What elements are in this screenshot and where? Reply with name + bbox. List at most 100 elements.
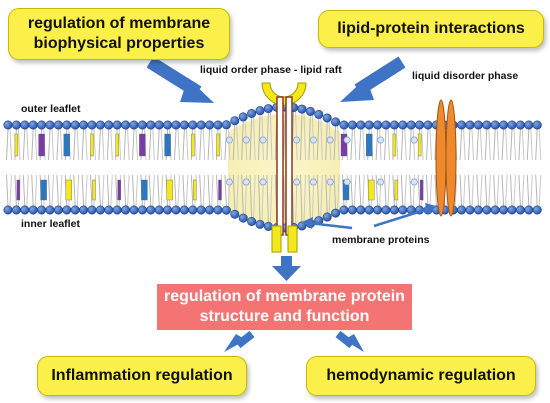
lipid-head bbox=[507, 205, 517, 215]
lipid-head bbox=[381, 120, 391, 130]
center-box-line1: regulation of membrane protein bbox=[164, 288, 405, 305]
lipid-head bbox=[339, 205, 349, 215]
lipid-head bbox=[515, 205, 525, 215]
lipid-head bbox=[95, 205, 105, 215]
lipid-head bbox=[263, 104, 273, 114]
lipid-head bbox=[179, 120, 189, 130]
lipid-head bbox=[104, 120, 114, 130]
lipid-head bbox=[457, 205, 467, 215]
lipid-head bbox=[423, 120, 433, 130]
lipid-head bbox=[524, 205, 534, 215]
lipid-head bbox=[255, 106, 265, 116]
lipid-raft-region bbox=[228, 114, 340, 228]
lipid-head bbox=[129, 120, 139, 130]
lipid-head bbox=[406, 120, 416, 130]
raft-receptor-protein bbox=[261, 82, 307, 253]
lipid-head bbox=[221, 205, 231, 215]
lipid-head bbox=[70, 120, 80, 130]
protein-structure-function-box: regulation of membrane protein structure… bbox=[157, 284, 412, 330]
lipid-head bbox=[356, 205, 366, 215]
lipid-head bbox=[163, 120, 173, 130]
biophysical-box-line2: biophysical properties bbox=[33, 35, 205, 52]
lipid-head bbox=[314, 109, 324, 119]
lipid-head bbox=[389, 205, 399, 215]
lipid-head bbox=[238, 112, 248, 122]
lipid-head bbox=[305, 106, 315, 116]
lipid-head bbox=[154, 120, 164, 130]
lipid-head bbox=[356, 120, 366, 130]
lipid-head bbox=[482, 120, 492, 130]
lipid-bilayer bbox=[3, 102, 542, 233]
lipid-head bbox=[263, 221, 273, 231]
hemodynamic-regulation-box: hemodynamic regulation bbox=[306, 356, 536, 396]
lipid-head bbox=[179, 205, 189, 215]
lipid-head bbox=[389, 120, 399, 130]
lipid-head bbox=[104, 205, 114, 215]
lipid-head bbox=[532, 205, 542, 215]
arrow-right-box-to-raft bbox=[340, 56, 406, 102]
lipid-head bbox=[196, 205, 206, 215]
lipid-head bbox=[247, 217, 257, 227]
transmembrane-orange-protein bbox=[435, 99, 457, 217]
lipid-head bbox=[490, 205, 500, 215]
lipid-head bbox=[473, 205, 483, 215]
lipid-head bbox=[515, 120, 525, 130]
lipid-head bbox=[62, 120, 72, 130]
lipid-head bbox=[11, 120, 21, 130]
lipid-head bbox=[11, 205, 21, 215]
lipid-head bbox=[213, 120, 223, 130]
lipid-head bbox=[53, 120, 63, 130]
lipid-head bbox=[45, 120, 55, 130]
lipid-head bbox=[230, 209, 240, 219]
center-box-line2: structure and function bbox=[199, 308, 370, 325]
lipid-head bbox=[205, 205, 215, 215]
lipid-head bbox=[213, 205, 223, 215]
lipid-head bbox=[79, 120, 89, 130]
lipid-head bbox=[490, 120, 500, 130]
lipid-head bbox=[247, 108, 257, 118]
lipid-head bbox=[20, 205, 30, 215]
lipid-head bbox=[373, 120, 383, 130]
lipid-head bbox=[347, 120, 357, 130]
lipid-head bbox=[499, 120, 509, 130]
lipid-head bbox=[196, 120, 206, 130]
liquid-disorder-label: liquid disorder phase bbox=[412, 70, 519, 82]
arrow-left-box-to-raft bbox=[146, 56, 214, 103]
lipid-head bbox=[137, 120, 147, 130]
lipid-head bbox=[87, 120, 97, 130]
lipid-head bbox=[45, 205, 55, 215]
lipid-head bbox=[53, 205, 63, 215]
lipid-head bbox=[121, 205, 131, 215]
lipid-head bbox=[129, 205, 139, 215]
lipid-head bbox=[482, 205, 492, 215]
biophysical-properties-box: regulation of membrane biophysical prope… bbox=[8, 8, 230, 60]
lipid-head bbox=[457, 120, 467, 130]
lipid-head bbox=[415, 120, 425, 130]
lipid-head bbox=[364, 205, 374, 215]
lipid-head bbox=[398, 205, 408, 215]
lipid-head bbox=[499, 205, 509, 215]
arrow-center-to-left-bottom bbox=[224, 330, 255, 352]
lipid-head bbox=[137, 205, 147, 215]
lipid-head bbox=[339, 120, 349, 130]
lipid-head bbox=[465, 120, 475, 130]
lipid-head bbox=[146, 205, 156, 215]
lipid-head bbox=[37, 120, 47, 130]
lipid-head bbox=[221, 120, 231, 130]
lipid-head bbox=[473, 120, 483, 130]
lipid-head bbox=[112, 120, 122, 130]
lipid-raft-label: liquid order phase - lipid raft bbox=[200, 64, 342, 76]
lipid-head bbox=[364, 120, 374, 130]
lipid-head bbox=[465, 205, 475, 215]
outer-leaflet-label: outer leaflet bbox=[21, 103, 81, 115]
inner-leaflet-label: inner leaflet bbox=[21, 218, 80, 230]
lipid-head bbox=[154, 205, 164, 215]
lipid-head bbox=[87, 205, 97, 215]
lipid-head bbox=[230, 116, 240, 126]
lipid-head bbox=[331, 208, 341, 218]
inflammation-regulation-box: Inflammation regulation bbox=[37, 356, 247, 396]
lipid-head bbox=[188, 205, 198, 215]
lipid-head bbox=[121, 120, 131, 130]
